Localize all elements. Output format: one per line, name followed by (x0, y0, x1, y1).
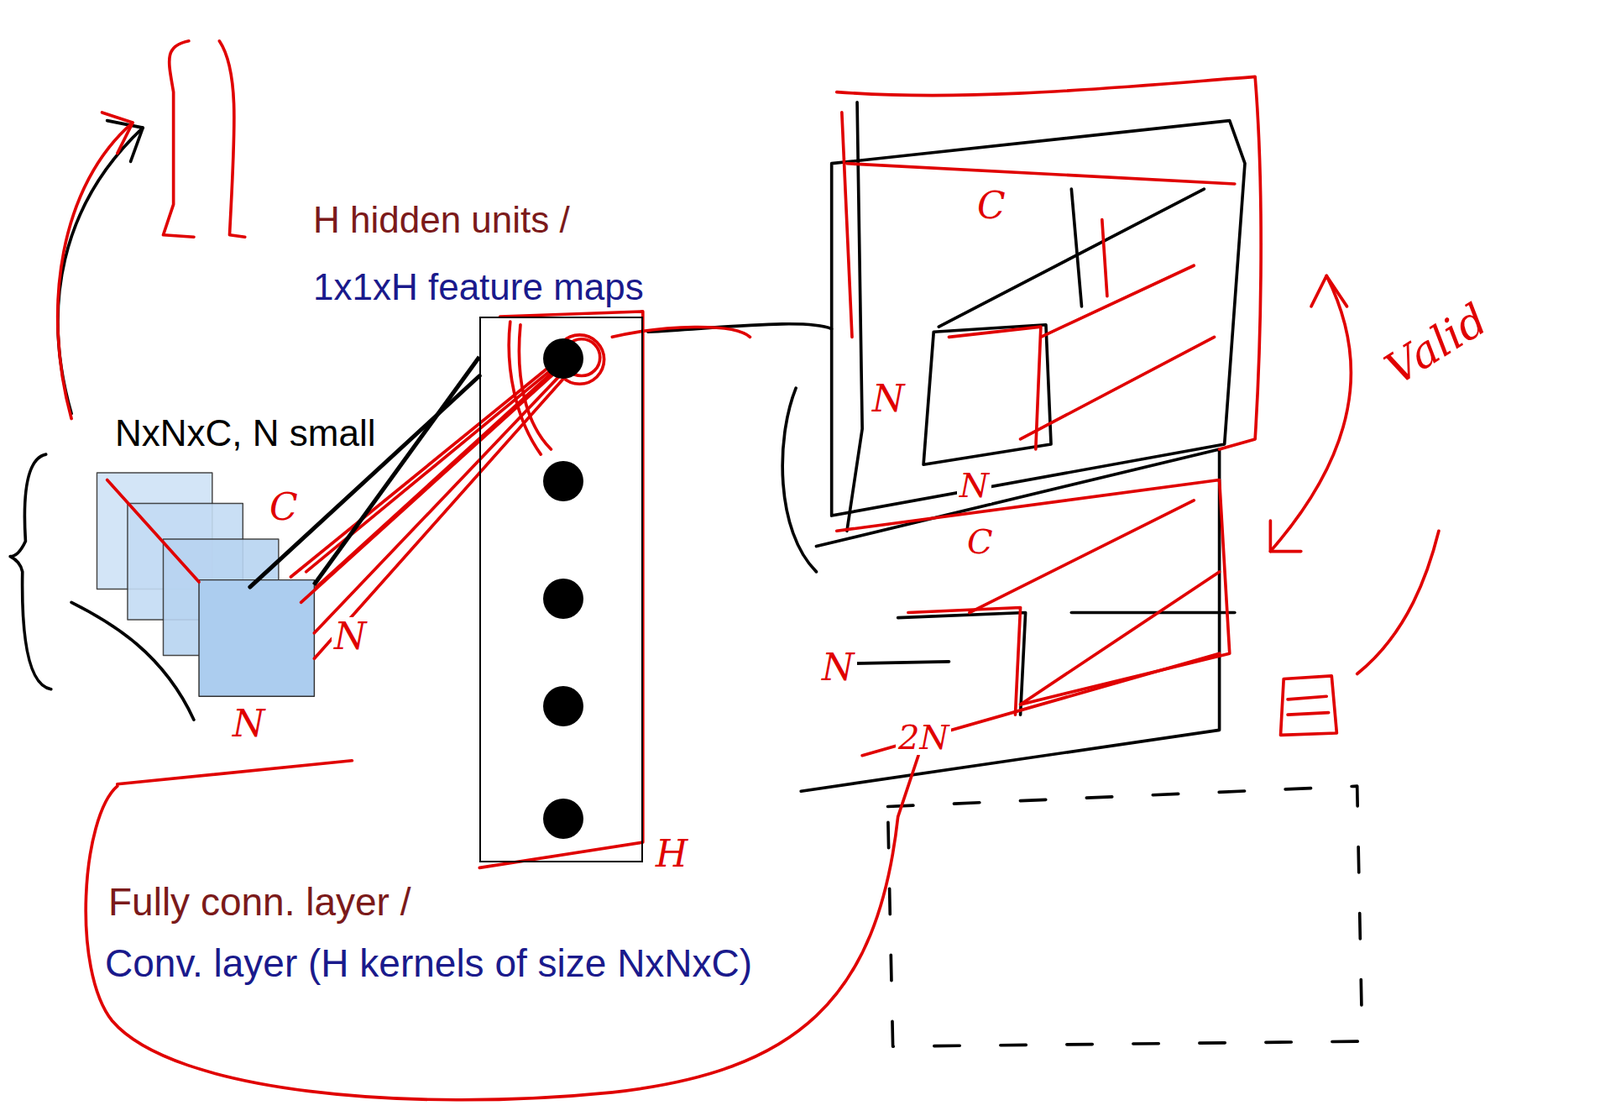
hidden-unit-dot (543, 685, 584, 727)
hidden-unit-dot (543, 460, 584, 502)
handwritten-note: N (331, 616, 370, 656)
hidden-unit-dot (543, 578, 584, 619)
node-heading: H hidden units / (313, 198, 570, 242)
handwritten-note: C (974, 186, 1009, 225)
handwritten-note: C (964, 523, 996, 560)
handwritten-note: N (819, 648, 858, 687)
hidden-unit-column: H hidden units /1x1xH feature maps (479, 316, 644, 863)
handwritten-note: N (230, 704, 268, 743)
slide-caption: Fully conn. layer / (108, 879, 411, 925)
connection-line (313, 356, 480, 586)
node-heading: 1x1xH feature maps (313, 266, 644, 309)
slide-caption: Conv. layer (H kernels of size NxNxC) (104, 941, 753, 986)
handwritten-note: N (956, 467, 992, 503)
handwritten-note: Valid (1375, 294, 1498, 395)
handwritten-note: N (869, 379, 908, 419)
node-heading: NxNxC, N small (115, 412, 376, 455)
hidden-unit-dot (543, 798, 584, 839)
handwritten-note: H (653, 834, 691, 874)
handwritten-note: 2N (895, 719, 952, 755)
hidden-unit-dot (543, 338, 584, 379)
handwritten-note: C (266, 487, 301, 527)
